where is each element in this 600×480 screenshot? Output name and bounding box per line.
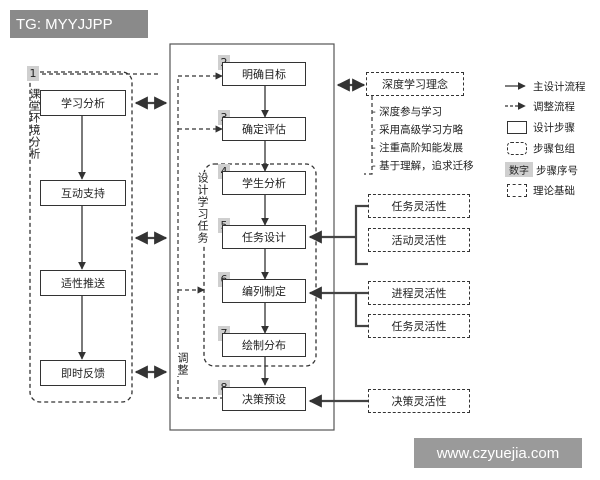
theory-title-box: 深度学习理念 [366, 72, 464, 96]
theory-item: - 注重高阶知能发展 [372, 142, 464, 154]
theory-item: - 采用高级学习方略 [372, 124, 464, 136]
step-student-analysis: 学生分析 [222, 171, 306, 195]
theory-item: - 深度参与学习 [372, 106, 443, 118]
watermark-bottom: www.czyuejia.com [414, 438, 582, 468]
step-decision-preset: 决策预设 [222, 387, 306, 411]
legend-theory-base: 理论基础 [533, 185, 575, 197]
env-step-learning-analysis: 学习分析 [40, 90, 126, 116]
legend-step-group-swatch [507, 142, 527, 155]
env-step-adaptive-push: 适性推送 [40, 270, 126, 296]
legend-adjust-flow: 调整流程 [533, 101, 575, 113]
theory-item-text: 基于理解，追求迁移 [379, 160, 474, 172]
flex-task-2: 任务灵活性 [368, 314, 470, 338]
theory-item-text: 采用高级学习方略 [379, 124, 464, 136]
legend-main-flow: 主设计流程 [533, 81, 586, 93]
step-task-design: 任务设计 [222, 225, 306, 249]
flex-activity: 活动灵活性 [368, 228, 470, 252]
legend-step-number: 步骤序号 [536, 165, 578, 177]
env-step-interaction-support: 互动支持 [40, 180, 126, 206]
step-determine-assessment: 确定评估 [222, 117, 306, 141]
watermark-top: TG: MYYJJPP [10, 10, 148, 38]
step-sequence-planning: 编列制定 [222, 279, 306, 303]
env-title: 课堂环境分析 [28, 88, 41, 160]
legend-design-step-swatch [507, 121, 527, 134]
legend-design-step: 设计步骤 [533, 122, 575, 134]
theory-item: - 基于理解，追求迁移 [372, 160, 474, 172]
legend-step-number-swatch: 数字 [505, 162, 533, 177]
legend-theory-swatch [507, 184, 527, 197]
flex-task-1: 任务灵活性 [368, 194, 470, 218]
step-draw-distribution: 绘制分布 [222, 333, 306, 357]
adjust-label: 调整 [174, 352, 190, 376]
theory-item-text: 注重高阶知能发展 [379, 142, 464, 154]
env-step-instant-feedback: 即时反馈 [40, 360, 126, 386]
theory-item-text: 深度参与学习 [379, 106, 443, 118]
legend-step-group: 步骤包组 [533, 143, 575, 155]
step-define-goals: 明确目标 [222, 62, 306, 86]
flex-progress: 进程灵活性 [368, 281, 470, 305]
design-task-label: 设计学习任务 [194, 172, 210, 244]
env-number: 1 [27, 66, 39, 81]
flex-decision: 决策灵活性 [368, 389, 470, 413]
